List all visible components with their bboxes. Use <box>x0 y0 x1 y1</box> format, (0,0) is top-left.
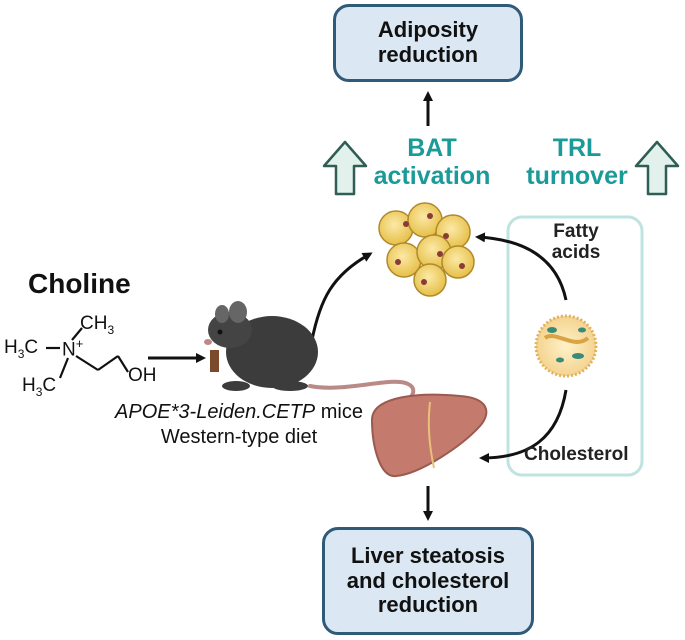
fatty-acids-label: Fatty acids <box>546 221 606 264</box>
strain-suffix: mice <box>315 401 363 423</box>
choline-title: Choline <box>28 268 131 299</box>
effect-line: turnover <box>526 162 628 190</box>
label-line: acids <box>551 241 601 263</box>
up-arrow-icon <box>322 140 368 196</box>
atom-text: N <box>62 339 76 361</box>
choline-structure <box>46 327 129 379</box>
effect-line: BAT <box>407 134 457 162</box>
bat-activation-label: BAT activation <box>366 134 498 190</box>
strain-name: APOE*3-Leiden.CETP <box>115 401 316 423</box>
box-line: reduction <box>377 592 479 618</box>
liver-reduction-box: Liver steatosis and cholesterol reductio… <box>322 527 534 635</box>
arrow-fatty-acids <box>475 232 568 301</box>
atom-text: CH <box>80 313 108 334</box>
lipoprotein-icon <box>534 314 598 378</box>
arrow-mouse-to-bat <box>310 252 373 341</box>
label-line: Fatty <box>553 221 599 242</box>
up-arrow-icon <box>634 140 680 196</box>
box-line: Liver steatosis <box>350 543 506 569</box>
subscript: 3 <box>107 322 115 337</box>
ch3-bottom: H3C <box>22 374 56 400</box>
hydroxyl: OH <box>128 365 157 386</box>
trl-panel <box>506 215 644 477</box>
box-line: reduction <box>377 42 479 67</box>
caption-strain-line: APOE*3-Leiden.CETP mice <box>98 400 380 425</box>
box-line: and cholesterol <box>346 567 510 593</box>
mouse-caption: APOE*3-Leiden.CETP mice Western-type die… <box>98 400 380 450</box>
nitrogen: N+ <box>62 336 83 362</box>
brown-fat-cells-icon <box>378 202 475 297</box>
atom-text: H <box>4 337 18 358</box>
subscript: 3 <box>35 384 43 399</box>
mouse-icon <box>204 301 416 404</box>
atom-text: C <box>24 337 39 358</box>
cholesterol-label: Cholesterol <box>524 444 629 465</box>
charge: + <box>75 336 84 351</box>
atom-text: H <box>22 375 36 396</box>
atom-text: C <box>42 375 57 396</box>
caption-diet: Western-type diet <box>160 426 318 448</box>
adiposity-reduction-box: Adiposity reduction <box>333 4 523 82</box>
box-line: Adiposity <box>377 17 479 43</box>
liver-icon <box>370 393 488 478</box>
effect-line: TRL <box>552 134 602 162</box>
ch3-top: CH3 <box>80 312 114 338</box>
subscript: 3 <box>17 346 25 361</box>
arrow-cholesterol <box>479 389 568 463</box>
ch3-left: H3C <box>4 336 38 362</box>
effect-line: activation <box>373 162 491 190</box>
trl-turnover-label: TRL turnover <box>518 134 636 190</box>
